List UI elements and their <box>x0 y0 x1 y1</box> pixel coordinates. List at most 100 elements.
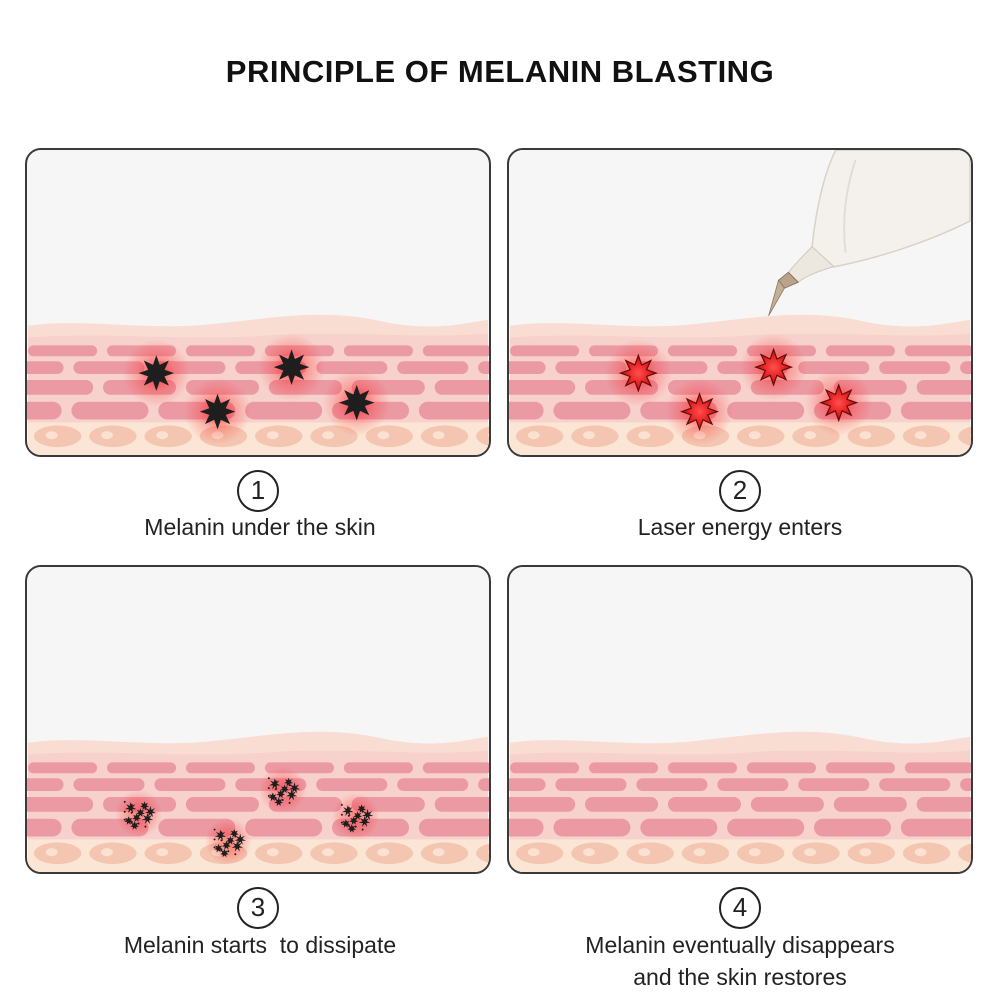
skin-cell <box>255 425 303 448</box>
melanin-particle <box>144 807 147 810</box>
melanin-particle <box>123 818 126 821</box>
skin-cell <box>626 842 674 865</box>
skin-cell <box>71 401 149 420</box>
melanin-particle <box>274 780 277 783</box>
melanin-particle <box>137 822 140 825</box>
melanin-fragment <box>341 819 351 828</box>
skin-cell <box>510 762 580 774</box>
melanin-particle <box>288 801 291 804</box>
skin-cell <box>958 426 971 446</box>
skin-cell <box>185 796 259 812</box>
step-2-number: 2 <box>719 470 761 512</box>
melanin-particle <box>267 795 270 797</box>
melanin-fragment <box>284 777 293 787</box>
skin-cell <box>667 345 738 357</box>
step-3-number: 3 <box>237 887 279 929</box>
skin-cell <box>418 401 489 420</box>
skin-cell <box>476 426 489 446</box>
skin-cell <box>106 762 177 774</box>
skin-cell <box>737 842 785 865</box>
melanin-fragment <box>220 848 229 858</box>
skin-cell <box>434 379 489 395</box>
skin-cell <box>681 842 730 865</box>
step-1-number: 1 <box>237 470 279 512</box>
skin-cell <box>365 842 413 865</box>
melanin-fragment <box>140 801 149 810</box>
skin-cell <box>510 345 580 357</box>
skin-cell <box>27 361 64 375</box>
step-4-number: 4 <box>719 887 761 929</box>
skin-cell <box>397 361 469 375</box>
melanin-particle <box>213 828 216 831</box>
skin-cell <box>902 425 951 448</box>
caption-line: Laser energy enters <box>637 514 843 540</box>
melanin-particle <box>123 800 126 803</box>
melanin-fragment <box>269 778 281 790</box>
melanin-fragment <box>280 784 289 794</box>
melanin-spot <box>199 393 236 430</box>
melanin-particle <box>137 814 140 817</box>
melanin-particle <box>340 821 343 824</box>
melanin-particle <box>361 828 364 831</box>
melanin-particle <box>220 849 223 852</box>
skin-cell <box>571 425 619 448</box>
skin-cell <box>626 425 674 448</box>
step-2-panel <box>507 148 973 457</box>
step-3-panel <box>25 565 491 874</box>
melanin-fragment <box>130 821 139 830</box>
skin-cell <box>515 425 564 448</box>
step-1-panel <box>25 148 491 457</box>
skin-cell <box>792 842 840 865</box>
melanin-particle <box>123 810 126 813</box>
heated-melanin-spot <box>618 353 658 393</box>
skin-cell <box>958 843 971 863</box>
skin-cell <box>960 361 971 375</box>
caption-line: Melanin starts to dissipate <box>123 932 397 958</box>
heated-melanin-spot <box>679 392 720 432</box>
skin-cell <box>737 425 785 448</box>
skin-cell <box>904 345 971 357</box>
melanin-particle <box>274 788 277 791</box>
melanin-fragment <box>358 815 371 827</box>
melanin-particle <box>130 811 133 814</box>
melanin-fragment <box>361 808 374 821</box>
melanin-particle <box>354 825 357 828</box>
skin-cell <box>585 796 659 812</box>
melanin-fragment <box>285 789 298 801</box>
skin-cell <box>27 401 62 420</box>
skin-cell <box>420 842 469 865</box>
skin-cell <box>27 818 62 837</box>
melanin-particle <box>281 791 284 794</box>
step-4-panel <box>507 565 973 874</box>
skin-cell <box>746 762 817 774</box>
melanin-fragment <box>141 812 154 825</box>
skin-cell <box>640 818 718 837</box>
melanin-particle <box>130 803 133 806</box>
skin-cell <box>904 762 971 774</box>
caption-line: and the skin restores <box>633 964 847 990</box>
caption-line: Melanin under the skin <box>144 514 376 540</box>
melanin-fragment <box>268 792 278 802</box>
melanin-fragment <box>357 804 366 813</box>
skin-cell <box>798 361 870 375</box>
melanin-particle <box>130 821 133 824</box>
skin-cell <box>255 842 303 865</box>
step-3-caption: Melanin starts to dissipate <box>27 929 493 961</box>
laser-pen-icon <box>768 150 971 317</box>
melanin-fragment <box>124 816 134 825</box>
skin-cell <box>422 762 489 774</box>
skin-cell <box>509 796 576 812</box>
skin-illustration-4 <box>509 567 971 872</box>
melanin-fragment <box>124 801 137 814</box>
melanin-particle <box>213 838 216 841</box>
melanin-particle <box>340 813 343 816</box>
melanin-particle <box>227 850 230 853</box>
skin-cell <box>509 401 544 420</box>
melanin-fragment <box>214 829 227 841</box>
melanin-fragment <box>274 797 284 806</box>
skin-cell <box>28 762 98 774</box>
skin-cell <box>154 778 226 792</box>
melanin-fragment <box>226 835 235 845</box>
skin-cell <box>476 843 489 863</box>
skin-cell <box>916 796 971 812</box>
